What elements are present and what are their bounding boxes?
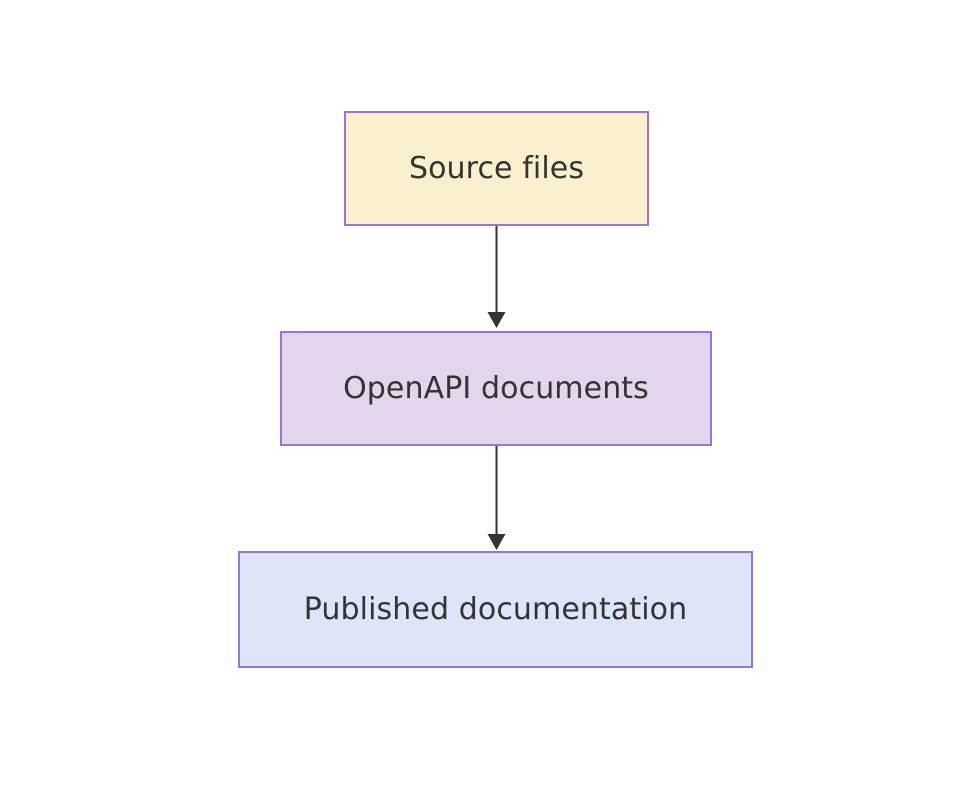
node-label: Published documentation [303,591,688,627]
node-label: Source files [408,150,585,186]
node-label: OpenAPI documents [343,370,649,406]
edge-openapi-to-published [487,446,506,550]
arrowhead-icon [487,312,506,328]
flowchart-node-source-files[interactable]: Source files [344,111,649,226]
arrowhead-icon [487,534,506,550]
edge-source-to-openapi [487,226,506,328]
flowchart-node-published-documentation[interactable]: Published documentation [238,551,753,668]
flowchart-node-openapi-documents[interactable]: OpenAPI documents [280,331,712,446]
